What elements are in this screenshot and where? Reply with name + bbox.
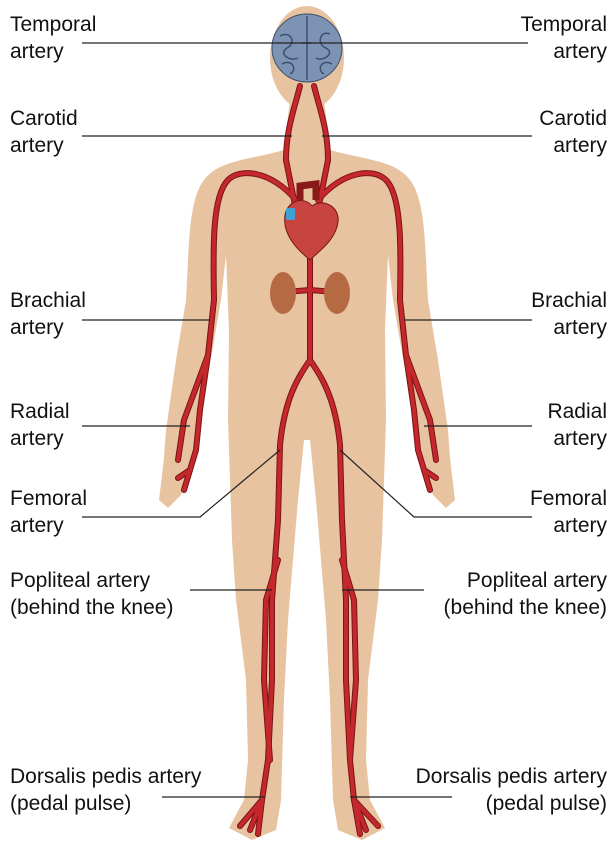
brain	[272, 14, 342, 82]
label-temporal-artery-right: Temporal artery	[521, 11, 607, 65]
label-brachial-artery-right: Brachial artery	[531, 287, 607, 341]
label-popliteal-artery-right: Popliteal artery (behind the knee)	[444, 567, 607, 621]
body-silhouette	[159, 6, 455, 840]
label-radial-artery-left: Radial artery	[10, 398, 70, 452]
label-radial-artery-right: Radial artery	[547, 398, 607, 452]
label-dorsalis-pedis-artery-left: Dorsalis pedis artery (pedal pulse)	[10, 763, 201, 817]
label-carotid-artery-right: Carotid artery	[539, 105, 607, 159]
label-temporal-artery-left: Temporal artery	[10, 11, 96, 65]
label-brachial-artery-left: Brachial artery	[10, 287, 86, 341]
label-femoral-artery-left: Femoral artery	[10, 485, 87, 539]
label-dorsalis-pedis-artery-right: Dorsalis pedis artery (pedal pulse)	[416, 763, 607, 817]
label-carotid-artery-left: Carotid artery	[10, 105, 78, 159]
label-femoral-artery-right: Femoral artery	[530, 485, 607, 539]
label-popliteal-artery-left: Popliteal artery (behind the knee)	[10, 567, 173, 621]
